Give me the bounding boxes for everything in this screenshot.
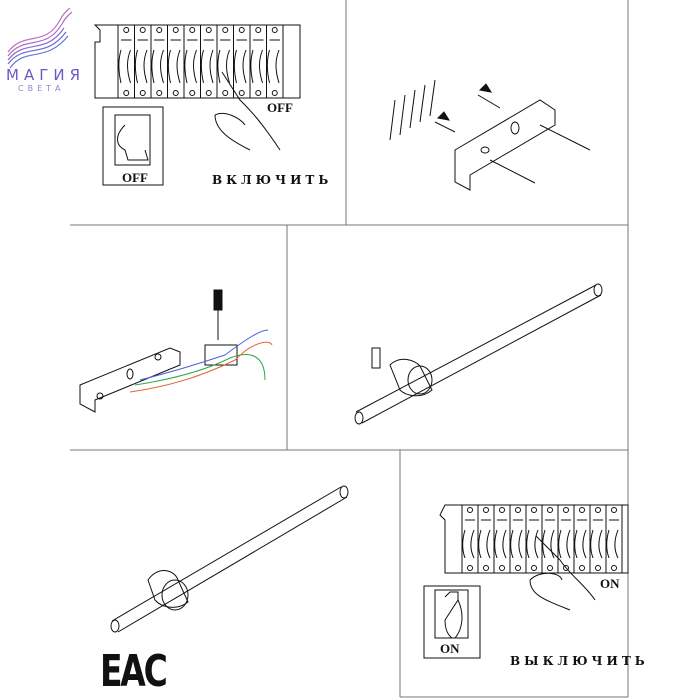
terminal-screw <box>123 27 130 33</box>
breaker-toggle <box>151 39 165 84</box>
terminal-screw <box>205 27 212 33</box>
breaker-module <box>134 24 152 99</box>
breaker-module <box>557 504 575 574</box>
terminal-screw <box>499 507 505 513</box>
terminal-screw <box>238 90 245 96</box>
breaker-module <box>249 24 267 99</box>
terminal-screw <box>172 27 179 33</box>
terminal-screw <box>156 90 163 96</box>
wall-bracket-mounting <box>389 79 591 191</box>
breaker-module <box>509 504 527 574</box>
breaker-toggle <box>266 39 280 84</box>
panel-dividers <box>70 0 629 698</box>
eac-mark: EAC <box>100 646 168 697</box>
breaker-module <box>461 504 479 574</box>
terminal-screw <box>547 507 553 513</box>
breaker-toggle <box>574 519 587 559</box>
terminal-screw <box>205 90 212 96</box>
breaker-toggle <box>510 519 523 559</box>
terminal-screw <box>499 565 505 571</box>
terminal-screw <box>189 90 196 96</box>
breaker-module <box>117 24 135 99</box>
breaker-toggle <box>250 39 264 84</box>
breaker-toggle <box>590 519 603 559</box>
terminal-screw <box>467 565 473 571</box>
terminal-screw <box>238 27 245 33</box>
terminal-screw <box>531 507 537 513</box>
breaker-module <box>150 24 168 99</box>
switch-inset-off <box>102 106 164 186</box>
breaker-toggle <box>167 39 181 84</box>
logo-name: МАГИЯ <box>6 66 85 84</box>
terminal-screw <box>563 507 569 513</box>
breaker-toggle <box>542 519 555 559</box>
breaker-toggle <box>118 39 132 84</box>
switch-inset-on <box>423 585 481 659</box>
lamp-bar-mounting <box>354 283 603 425</box>
terminal-screw <box>595 565 601 571</box>
breaker-panel-on <box>423 504 629 659</box>
terminal-screw <box>222 27 229 33</box>
breaker-toggle <box>558 519 571 559</box>
breaker-toggle <box>217 39 231 84</box>
breaker-toggle <box>134 39 148 84</box>
breaker-toggle <box>233 39 247 84</box>
breaker-toggle <box>478 519 491 559</box>
switch-on-caption: ВКЛЮЧИТЬ <box>212 173 333 187</box>
logo-tagline: СВЕТА <box>18 84 65 93</box>
breaker-toggle <box>526 519 539 559</box>
terminal-screw <box>611 507 617 513</box>
breaker-toggle <box>462 519 475 559</box>
panel-on-label: ON <box>600 576 620 591</box>
lamp-bar <box>110 485 349 633</box>
terminal-screw <box>579 565 585 571</box>
breaker-module <box>477 504 495 574</box>
terminal-screw <box>467 507 473 513</box>
terminal-screw <box>515 565 521 571</box>
breaker-module <box>216 24 234 99</box>
terminal-screw <box>255 27 262 33</box>
logo-waves <box>7 7 73 69</box>
terminal-screw <box>255 90 262 96</box>
terminal-screw <box>595 507 601 513</box>
terminal-screw <box>156 27 163 33</box>
terminal-screw <box>222 90 229 96</box>
breaker-toggle <box>494 519 507 559</box>
terminal-screw <box>483 565 489 571</box>
terminal-screw <box>515 507 521 513</box>
breaker-module <box>233 24 251 99</box>
terminal-screw <box>271 27 278 33</box>
terminal-screw <box>139 27 146 33</box>
inset-on-label: ON <box>440 641 460 656</box>
breaker-module <box>589 504 607 574</box>
terminal-screw <box>271 90 278 96</box>
breaker-module <box>573 504 591 574</box>
wiring-step <box>79 289 273 413</box>
breaker-panel-off <box>93 24 301 186</box>
terminal-screw <box>563 565 569 571</box>
breaker-toggle <box>184 39 198 84</box>
terminal-screw <box>139 90 146 96</box>
terminal-screw <box>579 507 585 513</box>
breaker-module <box>605 504 623 574</box>
breaker-module <box>167 24 185 99</box>
terminal-screw <box>611 565 617 571</box>
breaker-module <box>493 504 511 574</box>
switch-off-caption: ВЫКЛЮЧИТЬ <box>510 654 649 668</box>
breaker-toggle <box>200 39 214 84</box>
terminal-screw <box>123 90 130 96</box>
breaker-module <box>541 504 559 574</box>
terminal-screw <box>531 565 537 571</box>
terminal-screw <box>547 565 553 571</box>
breaker-module <box>183 24 201 99</box>
breaker-module <box>200 24 218 99</box>
panel-off-label: OFF <box>267 100 293 115</box>
inset-off-label: OFF <box>122 170 148 185</box>
terminal-screw <box>172 90 179 96</box>
terminal-screw <box>189 27 196 33</box>
breaker-module <box>266 24 284 99</box>
terminal-screw <box>483 507 489 513</box>
breaker-toggle <box>606 519 619 559</box>
